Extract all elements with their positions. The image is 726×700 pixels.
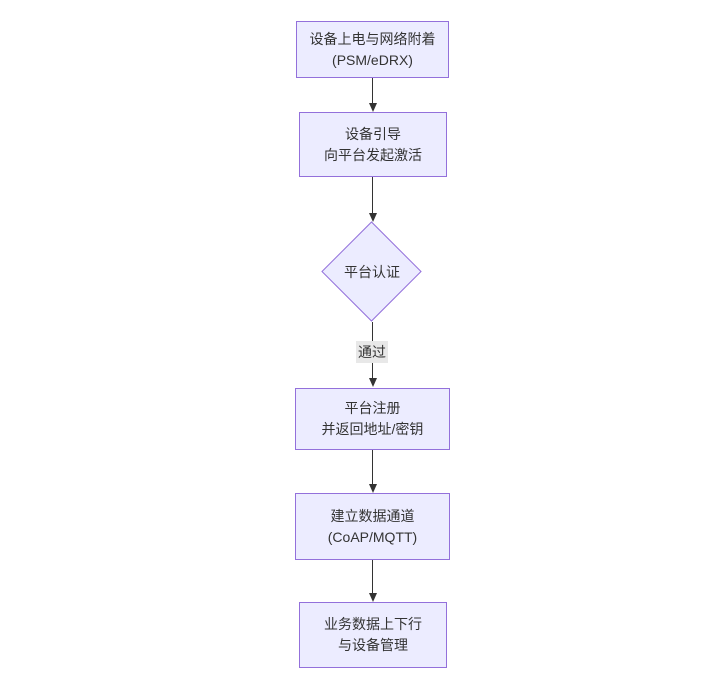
edge-power-to-bootstrap — [368, 78, 377, 112]
node-label: 与设备管理 — [338, 637, 408, 653]
node-power-attach: 设备上电与网络附着 (PSM/eDRX) — [296, 21, 449, 78]
arrowhead-icon — [368, 213, 377, 222]
node-business-data: 业务数据上下行 与设备管理 — [299, 602, 447, 668]
node-label: 平台认证 — [344, 264, 400, 280]
arrowhead-icon — [368, 103, 377, 112]
node-label: 设备引导 — [345, 125, 401, 142]
decision-platform-auth: 平台认证 — [321, 221, 423, 323]
node-bootstrap: 设备引导 向平台发起激活 — [299, 112, 447, 177]
node-label: 业务数据上下行 — [324, 616, 422, 632]
node-label: 平台注册 — [344, 400, 401, 416]
node-label: (CoAP/MQTT) — [327, 528, 418, 545]
edge-channel-to-business — [368, 560, 377, 602]
node-data-channel: 建立数据通道 (CoAP/MQTT) — [295, 493, 450, 560]
node-label: 向平台发起激活 — [324, 146, 422, 163]
arrowhead-icon — [368, 484, 377, 493]
node-label: (PSM/eDRX) — [332, 51, 413, 68]
node-label: 设备上电与网络附着 — [309, 30, 436, 47]
node-platform-register: 平台注册 并返回地址/密钥 — [295, 388, 450, 450]
edge-bootstrap-to-auth — [368, 177, 377, 222]
edge-line — [372, 177, 373, 213]
edge-line — [372, 560, 373, 593]
edge-label-pass: 通过 — [356, 341, 388, 363]
node-label: 建立数据通道 — [330, 507, 415, 524]
edge-register-to-channel — [368, 450, 377, 493]
edge-line — [372, 78, 373, 103]
node-label: 并返回地址/密钥 — [321, 421, 424, 437]
arrowhead-icon — [368, 593, 377, 602]
arrowhead-icon — [368, 378, 377, 387]
edge-line — [372, 450, 373, 484]
